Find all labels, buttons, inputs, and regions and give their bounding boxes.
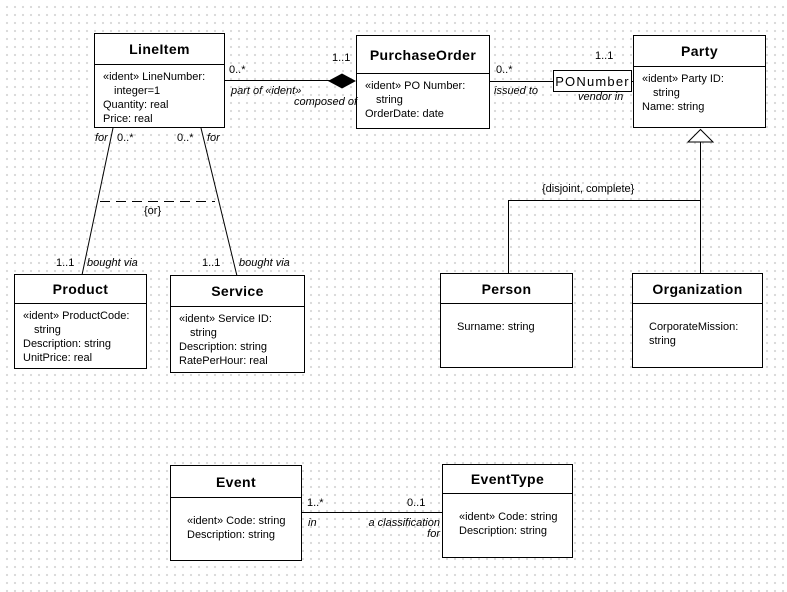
attributes-eventtype: «ident» Code: string Description: string xyxy=(443,494,572,538)
attribute: Price: real xyxy=(103,113,153,125)
attribute: OrderDate: date xyxy=(365,108,444,120)
class-title-lineitem: LineItem xyxy=(95,34,224,65)
attribute: «ident» Service ID: xyxy=(179,313,272,325)
eventtype-classification-role-line2: for xyxy=(427,528,440,540)
lineitem-product-role-top: for xyxy=(95,132,108,144)
class-organization[interactable]: Organization CorporateMission: string xyxy=(632,273,763,368)
lineitem-product-line xyxy=(81,127,114,276)
class-purchaseorder[interactable]: PurchaseOrder «ident» PO Number: string … xyxy=(356,35,490,129)
attribute: «ident» Code: string xyxy=(187,515,286,527)
class-title-product: Product xyxy=(15,275,146,304)
attributes-lineitem: «ident» LineNumber: integer=1 Quantity: … xyxy=(95,65,224,126)
eventtype-multiplicity: 0..1 xyxy=(407,497,426,509)
attributes-person: Surname: string xyxy=(441,304,572,334)
attribute: string xyxy=(376,94,403,106)
attribute: string xyxy=(653,87,680,99)
attribute: string xyxy=(34,324,61,336)
eventtype-classification-role: a classification for xyxy=(348,518,440,540)
class-title-organization: Organization xyxy=(633,274,762,304)
attribute: CorporateMission: xyxy=(649,321,739,333)
attribute: Description: string xyxy=(459,525,548,537)
lineitem-service-multiplicity-top: 0..* xyxy=(177,132,194,144)
party-issuedto-multiplicity: 1..1 xyxy=(595,50,614,62)
attributes-product: «ident» ProductCode: string Description:… xyxy=(15,304,146,365)
attribute: integer=1 xyxy=(114,85,161,97)
class-title-service: Service xyxy=(171,276,304,307)
attribute: «ident» Party ID: xyxy=(642,73,724,85)
class-title-event: Event xyxy=(171,466,301,498)
class-person[interactable]: Person Surname: string xyxy=(440,273,573,368)
attribute: «ident» PO Number: xyxy=(365,80,466,92)
class-title-purchaseorder: PurchaseOrder xyxy=(357,36,489,74)
product-multiplicity: 1..1 xyxy=(56,257,75,269)
class-title-eventtype: EventType xyxy=(443,465,572,494)
attribute: Description: string xyxy=(179,341,268,353)
attribute: Description: string xyxy=(23,338,112,350)
class-title-party: Party xyxy=(634,36,765,67)
class-lineitem[interactable]: LineItem «ident» LineNumber: integer=1 Q… xyxy=(94,33,225,128)
purchaseorder-composition-multiplicity: 1..1 xyxy=(332,52,351,64)
lineitem-product-multiplicity-top: 0..* xyxy=(117,132,134,144)
association-class-ponumber[interactable]: PONumber xyxy=(553,70,632,92)
class-eventtype[interactable]: EventType «ident» Code: string Descripti… xyxy=(442,464,573,558)
attributes-service: «ident» Service ID: string Description: … xyxy=(171,307,304,368)
attribute: Surname: string xyxy=(457,321,535,333)
service-multiplicity: 1..1 xyxy=(202,257,221,269)
class-event[interactable]: Event «ident» Code: string Description: … xyxy=(170,465,302,561)
attribute: «ident» Code: string xyxy=(459,511,558,523)
attribute: RatePerHour: real xyxy=(179,355,268,367)
generalization-triangle xyxy=(686,128,715,143)
attribute: UnitPrice: real xyxy=(23,352,93,364)
attributes-event: «ident» Code: string Description: string xyxy=(171,498,301,542)
attributes-party: «ident» Party ID: string Name: string xyxy=(634,67,765,114)
ponumber-label: PONumber xyxy=(555,73,630,89)
service-boughtvia-role: bought via xyxy=(239,257,290,269)
attribute: Quantity: real xyxy=(103,99,169,111)
eventtype-classification-role-line1: a classification xyxy=(368,517,440,529)
vendorin-role-label: vendor in xyxy=(578,91,624,103)
attributes-organization: CorporateMission: string xyxy=(633,304,762,348)
attribute: string xyxy=(190,327,217,339)
purchaseorder-role-label: composed of xyxy=(294,96,357,108)
attribute: string xyxy=(649,335,676,347)
composition-diamond xyxy=(328,73,356,89)
attribute: Name: string xyxy=(642,101,705,113)
class-service[interactable]: Service «ident» Service ID: string Descr… xyxy=(170,275,305,373)
lineitem-composition-multiplicity: 0..* xyxy=(229,64,246,76)
attributes-purchaseorder: «ident» PO Number: string OrderDate: dat… xyxy=(357,74,489,121)
class-party[interactable]: Party «ident» Party ID: string Name: str… xyxy=(633,35,766,128)
attribute: «ident» LineNumber: xyxy=(103,71,206,83)
event-multiplicity: 1..* xyxy=(307,497,324,509)
or-constraint-label: {or} xyxy=(144,205,162,217)
class-title-person: Person xyxy=(441,274,572,304)
purchaseorder-issuedto-multiplicity: 0..* xyxy=(496,64,513,76)
issuedto-role-label: issued to xyxy=(494,85,539,97)
attribute: «ident» ProductCode: xyxy=(23,310,130,322)
lineitem-service-line xyxy=(200,127,238,277)
class-product[interactable]: Product «ident» ProductCode: string Desc… xyxy=(14,274,147,369)
lineitem-service-role-top: for xyxy=(207,132,220,144)
lineitem-role-label: part of «ident» xyxy=(231,85,302,97)
attribute: Description: string xyxy=(187,529,276,541)
disjoint-complete-constraint-label: {disjoint, complete} xyxy=(542,183,635,195)
product-boughtvia-role: bought via xyxy=(87,257,138,269)
event-in-role: in xyxy=(308,517,317,529)
